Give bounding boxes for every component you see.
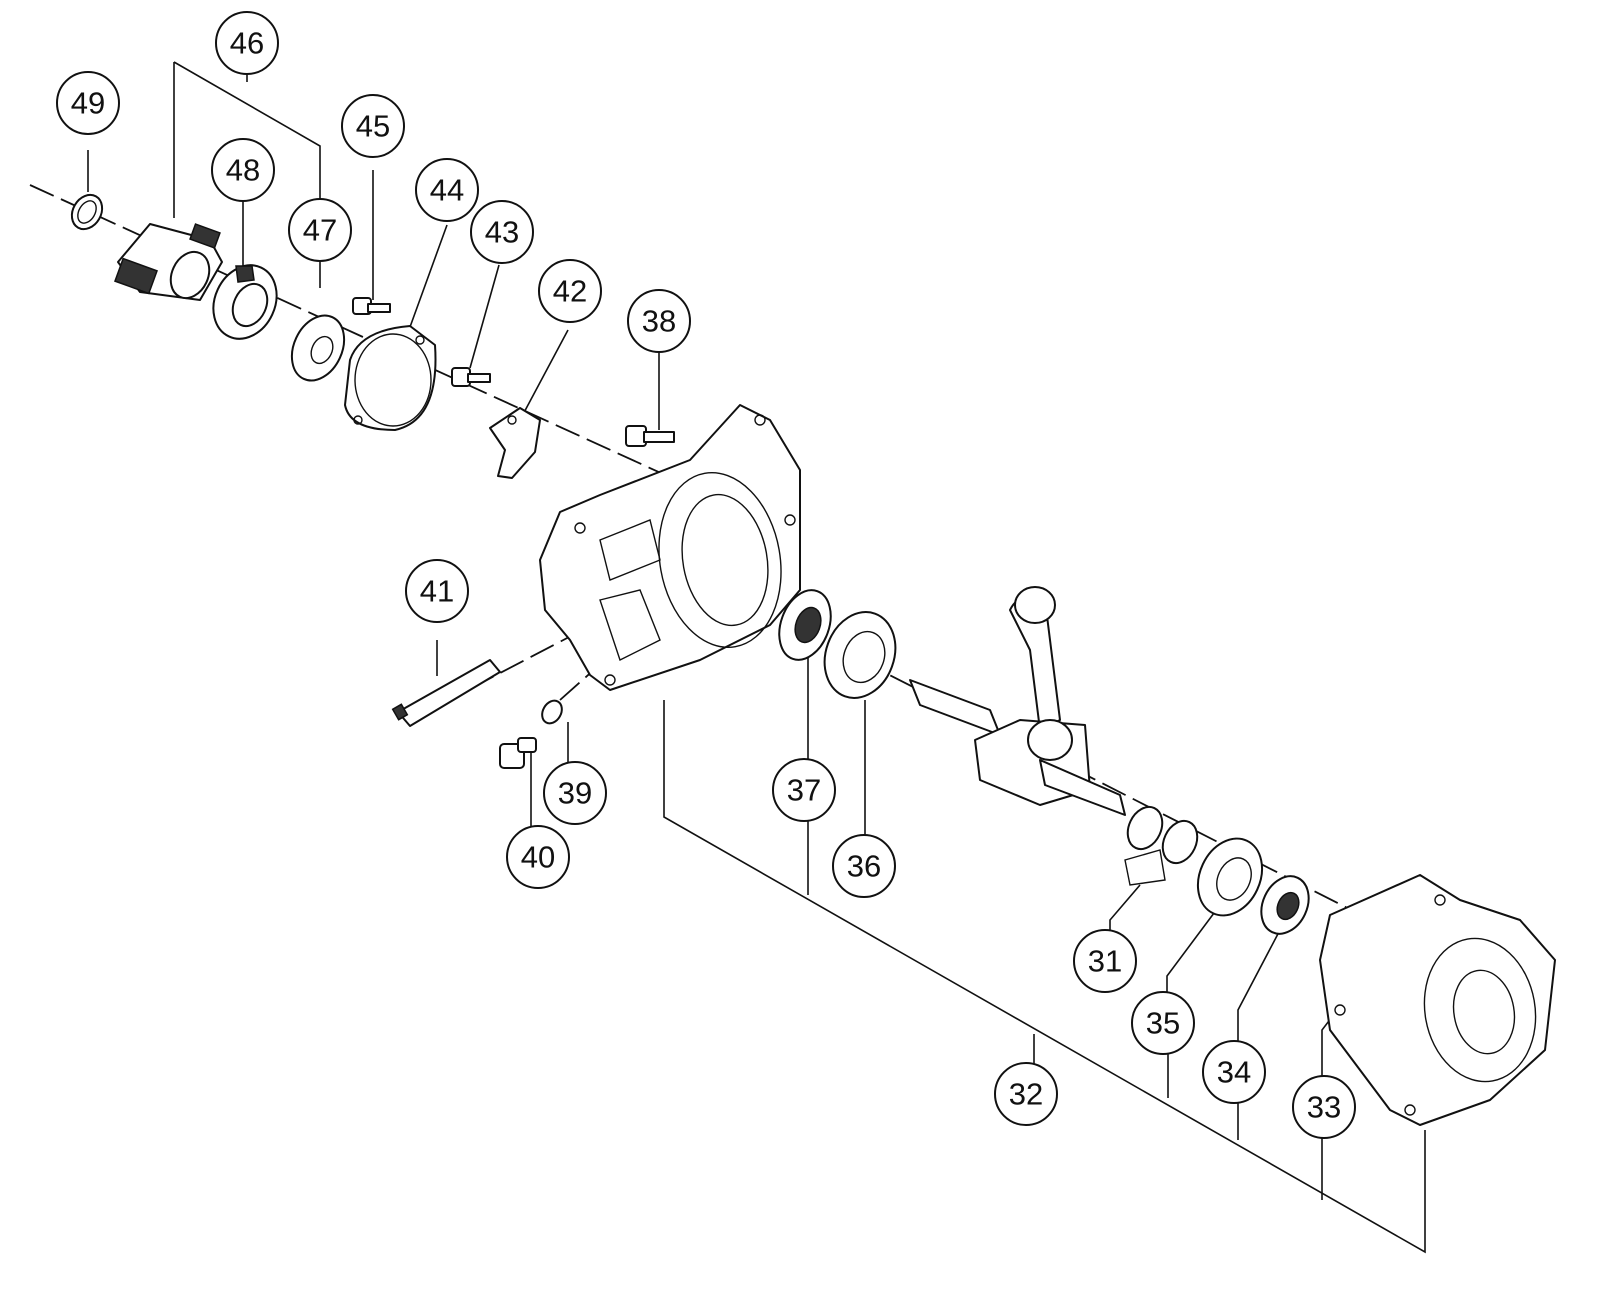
callout-label: 32 (1009, 1077, 1043, 1112)
bearing-part-36 (823, 611, 897, 699)
callout-label: 43 (485, 215, 519, 250)
callout-40: 40 (506, 825, 570, 889)
callout-45: 45 (341, 94, 405, 158)
oil-seal-part (778, 589, 832, 661)
callout-label: 41 (420, 574, 454, 609)
bearing-part-35 (1196, 837, 1264, 917)
callout-label: 40 (521, 840, 555, 875)
callout-label: 42 (553, 274, 587, 309)
callout-label: 39 (558, 776, 592, 811)
clutch-housing-part (114, 223, 223, 301)
callout-32: 32 (994, 1062, 1058, 1126)
callout-label: 46 (230, 26, 264, 61)
callout-34: 34 (1202, 1040, 1266, 1104)
crankcase-half-part (539, 404, 801, 691)
plug-part (499, 737, 537, 769)
bolt-part-45 (352, 297, 391, 315)
bracket-part (489, 407, 541, 479)
washer-part (290, 314, 346, 382)
callout-47: 47 (288, 198, 352, 262)
callout-39: 39 (543, 761, 607, 825)
callout-36: 36 (832, 834, 896, 898)
callout-35: 35 (1131, 991, 1195, 1055)
callout-label: 44 (430, 173, 464, 208)
shim-washers-part (1124, 805, 1199, 886)
callout-label: 31 (1088, 944, 1122, 979)
callout-44: 44 (415, 158, 479, 222)
cover-plate-part (344, 325, 437, 431)
callout-label: 48 (226, 153, 260, 188)
oil-seal-part-34 (1260, 875, 1310, 935)
callout-38: 38 (627, 289, 691, 353)
bolt-part-38 (625, 425, 675, 447)
callout-46: 46 (215, 11, 279, 75)
shaft-part (391, 659, 501, 727)
callout-label: 35 (1146, 1006, 1180, 1041)
callout-41: 41 (405, 559, 469, 623)
callout-label: 37 (787, 773, 821, 808)
snap-ring-part (70, 193, 104, 231)
callout-label: 34 (1217, 1055, 1251, 1090)
callout-49: 49 (56, 71, 120, 135)
callout-43: 43 (470, 200, 534, 264)
clutch-shoe-part (212, 264, 278, 340)
callout-label: 36 (847, 849, 881, 884)
callout-label: 47 (303, 213, 337, 248)
callout-label: 45 (356, 109, 390, 144)
callout-label: 33 (1307, 1090, 1341, 1125)
spring-part (541, 699, 563, 725)
crankcase-half-part-33 (1319, 874, 1556, 1126)
callout-31: 31 (1073, 929, 1137, 993)
callout-label: 49 (71, 86, 105, 121)
bolt-part-43 (451, 367, 491, 387)
callout-label: 38 (642, 304, 676, 339)
callout-48: 48 (211, 138, 275, 202)
callout-33: 33 (1292, 1075, 1356, 1139)
callout-37: 37 (772, 758, 836, 822)
parts-artwork (70, 193, 1556, 1126)
crankshaft-part (909, 586, 1126, 816)
callout-42: 42 (538, 259, 602, 323)
